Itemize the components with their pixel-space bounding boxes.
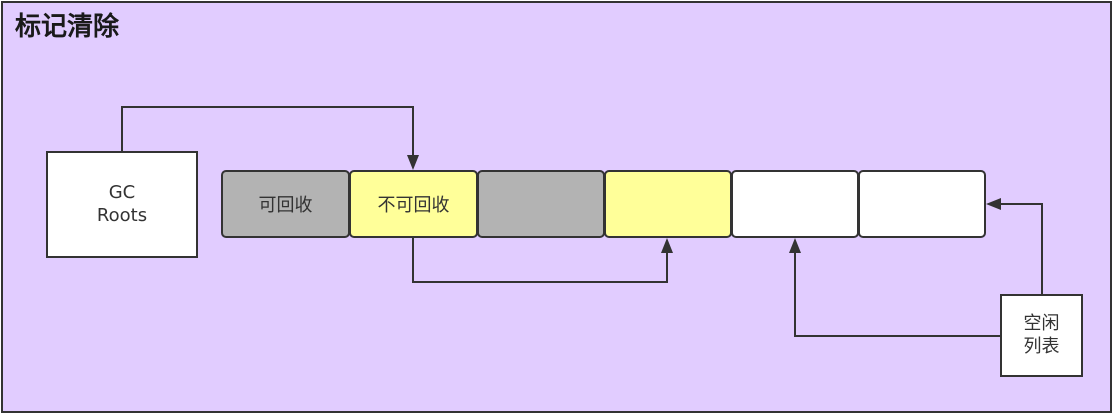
arrowhead-down-icon	[407, 155, 419, 170]
connector-free-list-to-cell-6	[1000, 203, 1043, 294]
memory-cell-5	[731, 170, 859, 238]
gc-roots-box: GC Roots	[46, 151, 198, 258]
memory-cell-1: 可回收	[221, 170, 350, 238]
memory-cell-6	[858, 170, 986, 238]
connector-gc-roots-to-cell-2	[121, 106, 414, 158]
diagram-title: 标记清除	[15, 12, 120, 42]
connector-cell-2-to-cell-4	[412, 238, 668, 283]
connector-free-list-to-cell-5	[794, 250, 1000, 337]
free-list-box: 空闲 列表	[1000, 294, 1083, 377]
arrowhead-up-icon	[661, 238, 673, 253]
arrowhead-left-icon	[986, 198, 1001, 210]
arrowhead-up-icon	[789, 238, 801, 253]
